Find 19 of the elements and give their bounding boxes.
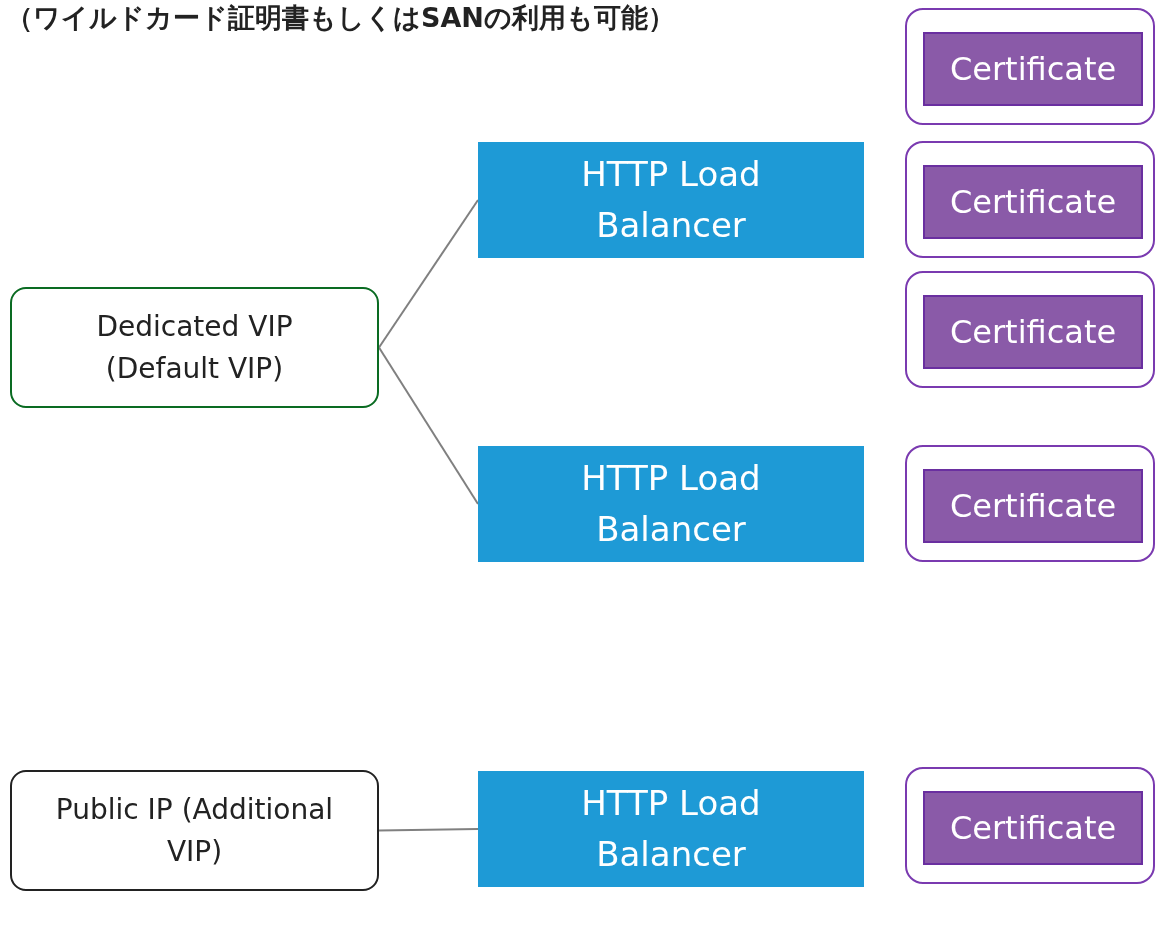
vip-box: Public IP (Additional VIP) xyxy=(10,770,379,891)
container-box xyxy=(905,8,1155,125)
certificate-box: Certificate xyxy=(923,32,1143,106)
container-box xyxy=(905,767,1155,884)
load-balancer-box: HTTP Load Balancer xyxy=(478,446,864,562)
certificate-box: Certificate xyxy=(923,469,1143,543)
title: （ワイルドカード証明書もしくはSANの利用も可能） xyxy=(6,1,675,35)
container-box xyxy=(905,141,1155,258)
container-box xyxy=(905,271,1155,388)
load-balancer-box: HTTP Load Balancer xyxy=(478,771,864,887)
connector-line xyxy=(378,828,479,832)
connector-line xyxy=(378,199,479,349)
certificate-box: Certificate xyxy=(923,791,1143,865)
connector-line xyxy=(378,346,479,505)
certificate-box: Certificate xyxy=(923,165,1143,239)
load-balancer-box: HTTP Load Balancer xyxy=(478,142,864,258)
vip-box: Dedicated VIP (Default VIP) xyxy=(10,287,379,408)
certificate-box: Certificate xyxy=(923,295,1143,369)
container-box xyxy=(905,445,1155,562)
